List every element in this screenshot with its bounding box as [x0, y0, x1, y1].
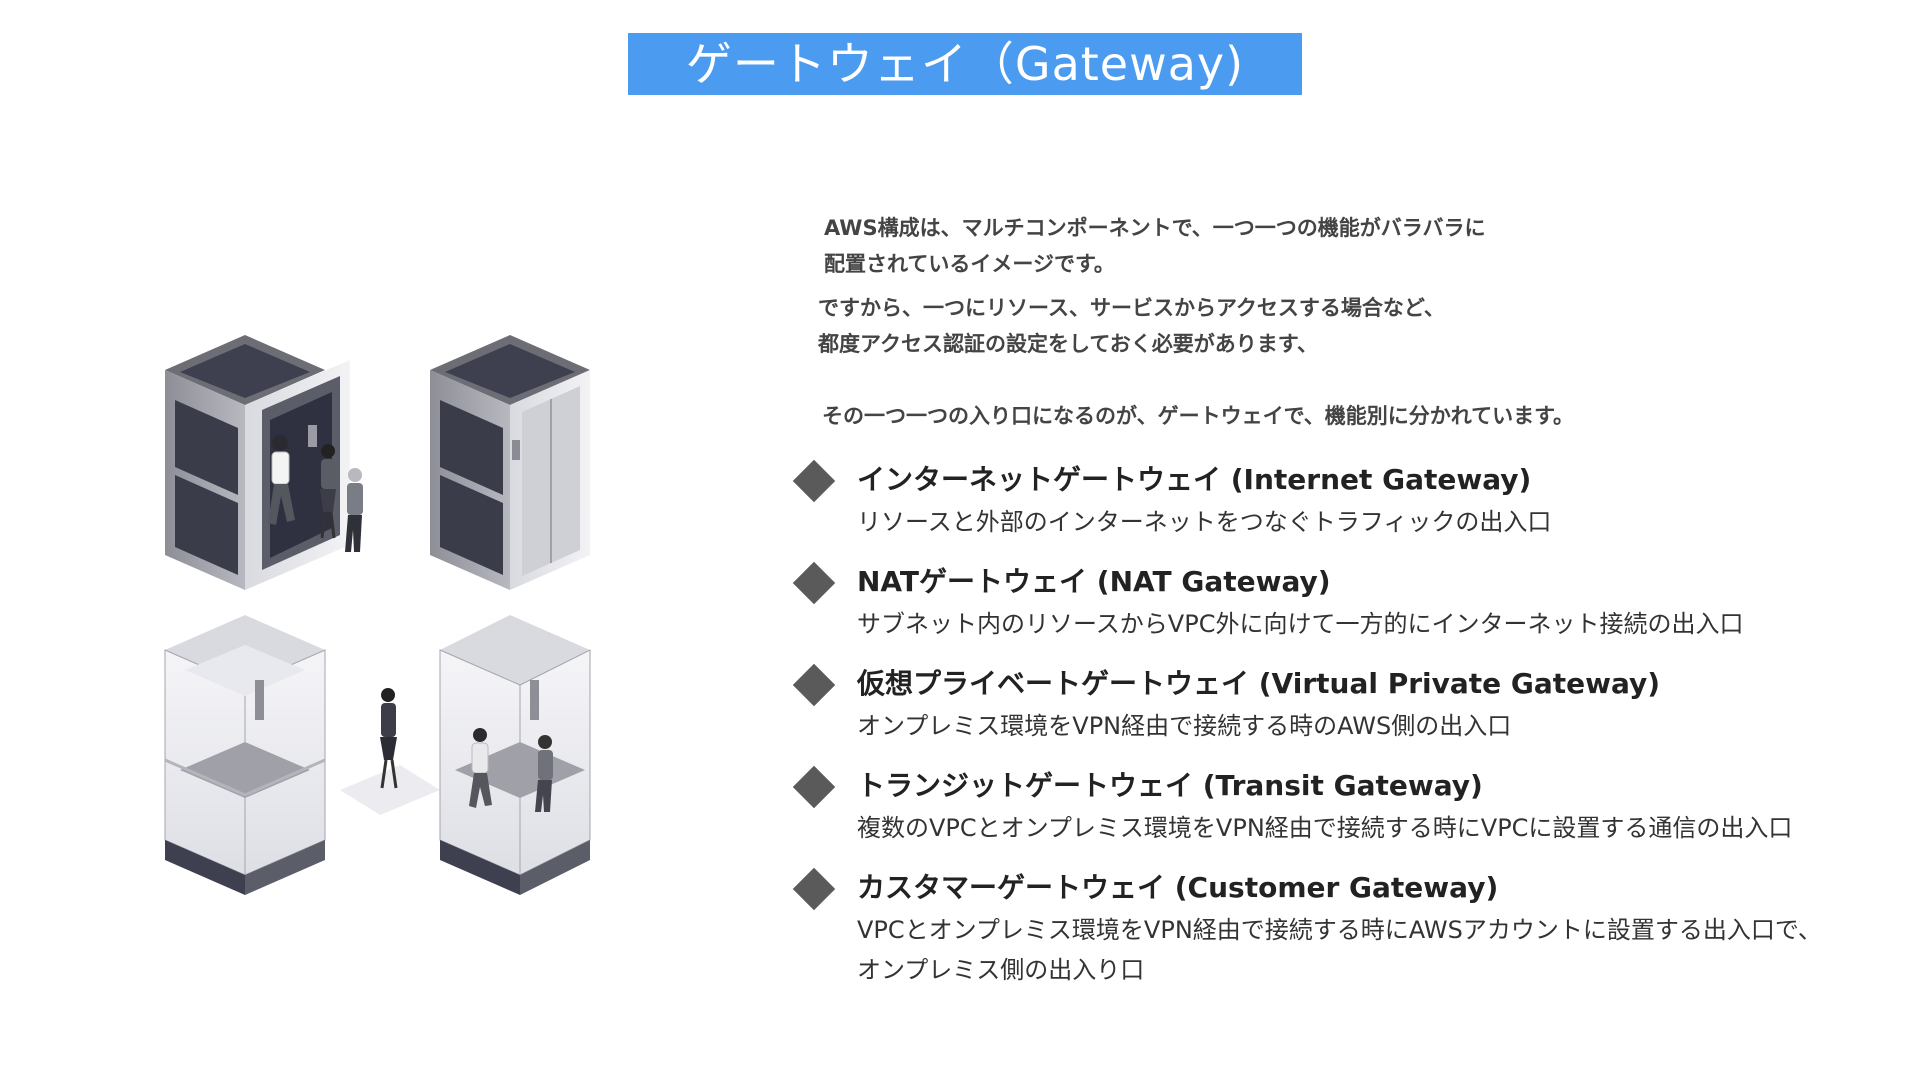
- intro-paragraph-2: ですから、一つにリソース、サービスからアクセスする場合など、 都度アクセス認証の…: [818, 290, 1445, 362]
- diamond-bullet-icon: [792, 867, 836, 911]
- gateway-list: インターネットゲートウェイ (Internet Gateway) リソースと外部…: [792, 458, 1915, 990]
- gateway-name: インターネットゲートウェイ (Internet Gateway): [857, 463, 1532, 496]
- gateway-item-nat: NATゲートウェイ (NAT Gateway) サブネット内のリソースからVPC…: [792, 560, 1915, 644]
- intro-line: 都度アクセス認証の設定をしておく必要があります、: [818, 332, 1319, 356]
- gateway-name: トランジットゲートウェイ (Transit Gateway): [857, 769, 1483, 802]
- intro-paragraph-1: AWS構成は、マルチコンポーネントで、一つ一つの機能がバラバラに 配置されている…: [824, 210, 1486, 282]
- diamond-bullet-icon: [792, 663, 836, 707]
- intro-line: その一つ一つの入り口になるのが、ゲートウェイで、機能別に分かれています。: [822, 404, 1575, 428]
- gateway-item-customer: カスタマーゲートウェイ (Customer Gateway) VPCとオンプレミ…: [792, 866, 1915, 990]
- elevator-glass-occupied: [439, 615, 591, 895]
- gateway-description: オンプレミス環境をVPN経由で接続する時のAWS側の出入口: [857, 712, 1512, 740]
- gateway-name: カスタマーゲートウェイ (Customer Gateway): [857, 871, 1499, 904]
- diamond-bullet-icon: [792, 561, 836, 605]
- elevator-open: [165, 335, 363, 590]
- diamond-bullet-icon: [792, 765, 836, 809]
- gateway-description: 複数のVPCとオンプレミス環境をVPN経由で接続する時にVPCに設置する通信の出…: [857, 814, 1793, 842]
- intro-line: ですから、一つにリソース、サービスからアクセスする場合など、: [818, 296, 1445, 320]
- page-title: ゲートウェイ（Gateway): [685, 37, 1245, 91]
- gateway-description: リソースと外部のインターネットをつなぐトラフィックの出入口: [857, 508, 1552, 536]
- gateway-name: 仮想プライベートゲートウェイ (Virtual Private Gateway): [857, 667, 1661, 700]
- person-walking: [340, 688, 440, 815]
- diamond-bullet-icon: [792, 459, 836, 503]
- title-banner: ゲートウェイ（Gateway): [628, 33, 1302, 95]
- gateway-item-transit: トランジットゲートウェイ (Transit Gateway) 複数のVPCとオン…: [792, 764, 1915, 848]
- elevator-closed: [430, 335, 590, 590]
- gateway-item-internet: インターネットゲートウェイ (Internet Gateway) リソースと外部…: [792, 458, 1915, 542]
- gateway-description: オンプレミス側の出入り口: [857, 956, 1145, 984]
- gateway-item-virtual-private: 仮想プライベートゲートウェイ (Virtual Private Gateway)…: [792, 662, 1915, 746]
- gateway-description: サブネット内のリソースからVPC外に向けて一方的にインターネット接続の出入口: [857, 610, 1744, 638]
- intro-paragraph-3: その一つ一つの入り口になるのが、ゲートウェイで、機能別に分かれています。: [822, 398, 1574, 434]
- intro-line: AWS構成は、マルチコンポーネントで、一つ一つの機能がバラバラに: [824, 216, 1486, 240]
- elevator-illustration: [164, 335, 591, 895]
- intro-line: 配置されているイメージです。: [824, 252, 1115, 276]
- elevator-glass-empty: [164, 615, 326, 895]
- gateway-description: VPCとオンプレミス環境をVPN経由で接続する時にAWSアカウントに設置する出入…: [857, 916, 1822, 944]
- gateway-name: NATゲートウェイ (NAT Gateway): [857, 565, 1331, 598]
